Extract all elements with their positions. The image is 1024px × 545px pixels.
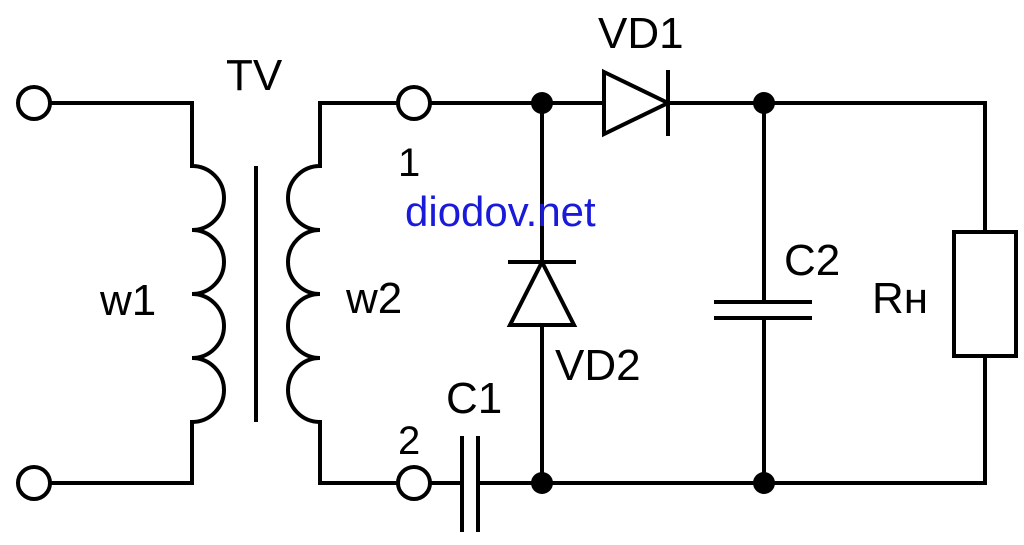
label-vd2: VD2 (555, 341, 641, 390)
wire-bottom-right (478, 354, 987, 485)
label-primary-winding: w1 (99, 276, 156, 325)
label-vd1: VD1 (598, 9, 684, 58)
primary-winding-w1 (48, 101, 226, 485)
junction-dot (753, 472, 775, 494)
label-transformer: TV (226, 51, 283, 100)
label-c2: C2 (784, 236, 840, 285)
label-terminal-1: 1 (398, 141, 420, 185)
capacitor-c1 (460, 436, 480, 532)
diode-vd2 (506, 257, 578, 327)
junction-dot (531, 472, 553, 494)
label-load-resistor: Rн (872, 274, 928, 323)
secondary-winding-w2 (286, 101, 400, 485)
load-resistor (952, 230, 1018, 358)
input-terminal-bottom (16, 465, 52, 501)
label-terminal-2: 2 (398, 419, 420, 463)
junction-dot (753, 92, 775, 114)
watermark-text: diodov.net (405, 188, 596, 235)
secondary-terminal-2 (396, 465, 432, 501)
junction-dot (531, 92, 553, 114)
label-secondary-winding: w2 (345, 274, 402, 323)
wire-top-right (666, 101, 987, 234)
label-c1: C1 (446, 374, 502, 423)
diode-vd1 (602, 68, 673, 138)
input-terminal-top (16, 85, 52, 121)
capacitor-c2 (714, 300, 812, 320)
secondary-terminal-1 (396, 85, 432, 121)
